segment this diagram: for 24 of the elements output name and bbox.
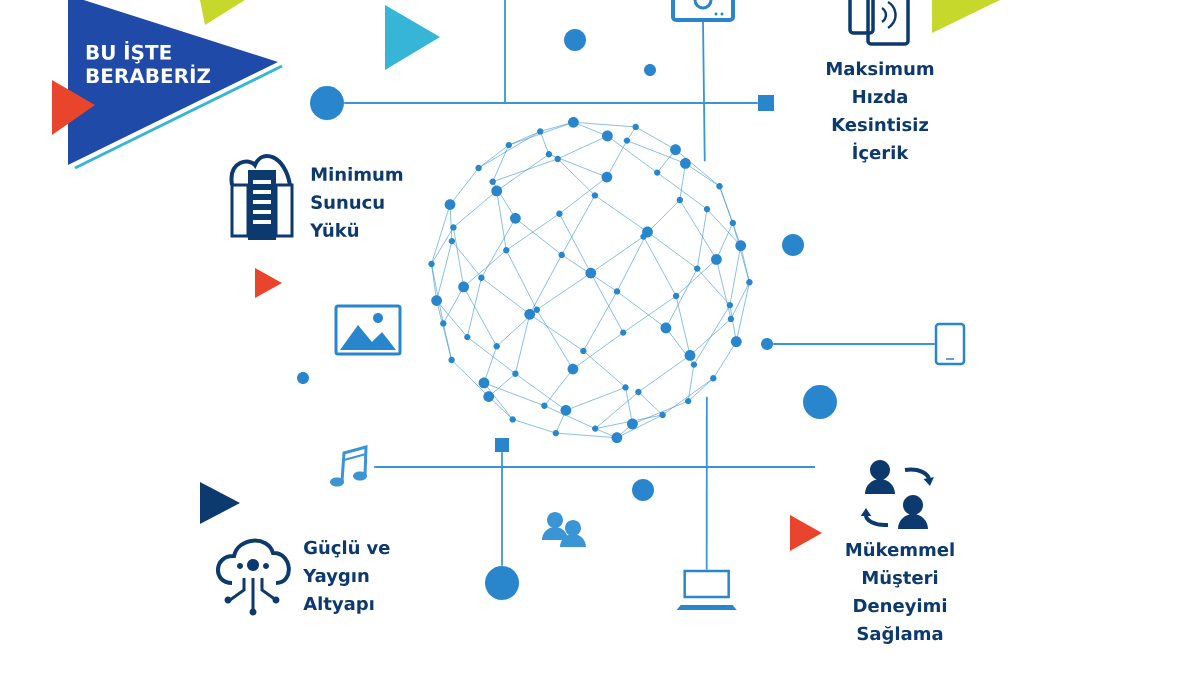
feature-label: Maksimum Hızda Kesintisiz İçerik <box>827 61 934 163</box>
music-note-icon <box>330 445 368 487</box>
square-marker <box>495 438 509 452</box>
dot <box>803 385 837 419</box>
network-sphere-drawing <box>428 116 753 444</box>
square-marker <box>758 95 774 111</box>
connector-line <box>373 466 816 468</box>
feature-label: Minimum Sunucu Yükü <box>310 167 403 237</box>
dot <box>485 566 519 600</box>
laptop-icon <box>676 569 737 610</box>
dot <box>632 479 654 501</box>
dot <box>782 234 804 256</box>
connector-line <box>702 21 706 163</box>
connector-line <box>705 395 708 571</box>
dot <box>310 86 344 120</box>
connector-line <box>501 451 503 567</box>
connector-line <box>772 343 936 345</box>
banner-triangle: BU İŞTE BERABERİZ <box>68 0 283 170</box>
feature-label: Güçlü ve Yaygın Altyapı <box>303 540 390 614</box>
connector-line <box>343 102 759 104</box>
tablet-icon <box>934 322 966 366</box>
feature-label: Mükemmel Müşteri Deneyimi Sağlama <box>846 542 954 644</box>
tablet-icon <box>671 0 735 22</box>
dot <box>564 29 586 51</box>
